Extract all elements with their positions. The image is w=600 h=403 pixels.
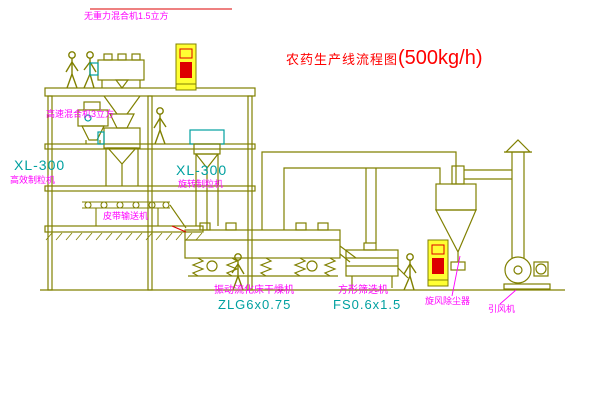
roof-vent-drawing: [504, 139, 532, 258]
granulator-left-drawing: [97, 113, 141, 186]
high-speed-mixer-drawing: [77, 101, 109, 144]
gravity-mixer-drawing: [89, 53, 145, 115]
label-belt-conveyor: 皮带输送机: [103, 211, 149, 221]
exhaust-duct-drawing: [261, 151, 457, 243]
label-cyclone: 旋风除尘器: [425, 296, 471, 306]
label-granulator-center-name: 旋转制粒机: [178, 179, 224, 189]
ground-hatch: [45, 232, 203, 241]
worker-figures: [65, 51, 417, 291]
label-dryer-model: ZLG6x0.75: [218, 297, 292, 312]
worker-figure: [403, 253, 417, 291]
label-high-speed-mixer: 高速混合机3立方: [46, 109, 115, 119]
cyclone-drawing: [435, 165, 512, 271]
worker-figure: [231, 253, 245, 291]
fluid-bed-dryer-drawing: [171, 222, 357, 277]
belt-conveyor-drawing: [82, 201, 187, 229]
induced-draft-fan-drawing: [503, 256, 551, 290]
diagram-title: 农药生产线流程图(500kg/h): [286, 48, 483, 69]
label-granulator-center-model: XL-300: [176, 162, 228, 178]
label-dryer-name: 振动流化床干燥机: [214, 285, 294, 296]
granulator-center-drawing: [189, 129, 225, 230]
worker-figure: [153, 107, 167, 145]
diagram-title-text: 农药生产线流程图: [286, 52, 399, 67]
leader-lines: [90, 8, 517, 305]
label-granulator-left-model: XL-300: [14, 157, 66, 173]
building-frame: [40, 87, 565, 291]
diagram-title-capacity: (500kg/h): [398, 47, 483, 69]
label-sieve-model: FS0.6x1.5: [333, 297, 402, 312]
label-gravity-mixer: 无重力混合机1.5立方: [84, 11, 169, 21]
control-cabinet-2-drawing: [427, 239, 449, 287]
control-cabinet-1-drawing: [175, 43, 197, 91]
worker-figure: [65, 51, 79, 89]
square-sieve-drawing: [345, 242, 409, 288]
label-granulator-left-name: 高效制粒机: [10, 175, 56, 185]
label-induced-draft-fan: 引风机: [488, 304, 516, 314]
label-sieve-name: 方形筛选机: [338, 285, 388, 296]
